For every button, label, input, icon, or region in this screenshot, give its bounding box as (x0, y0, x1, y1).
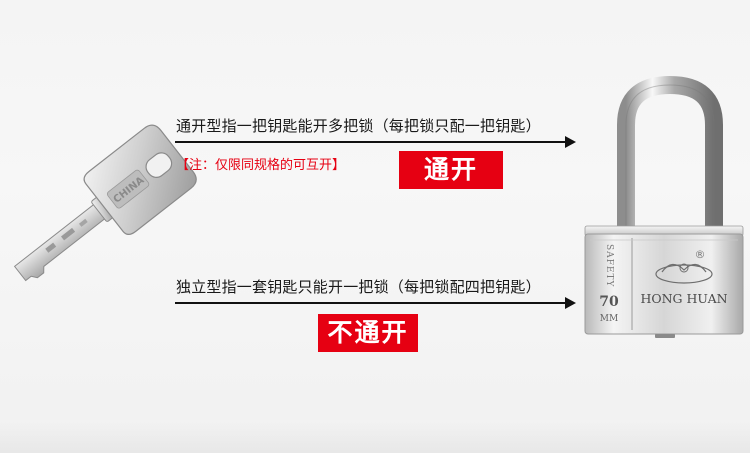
lock-size: 70 (599, 294, 619, 310)
floor-shadow (0, 421, 750, 453)
row2-description: 独立型指一套钥匙只能开一把锁（每把锁配四把钥匙） (176, 278, 541, 296)
lock-side-text: SAFETY (604, 244, 614, 287)
row1-note: 【注：仅限同规格的可互开】 (176, 158, 346, 173)
row2-arrow (175, 302, 567, 304)
row2-badge: 不通开 (318, 314, 418, 352)
lock-unit: MM (600, 314, 618, 324)
lock-registered-mark: ® (695, 248, 706, 261)
row1-arrow-head (565, 136, 576, 148)
lock-brand: HONG HUAN (640, 291, 727, 306)
row1-badge: 通开 (399, 151, 503, 189)
row1-arrow (175, 141, 567, 143)
row2-arrow-head (565, 297, 576, 309)
row1-description: 通开型指一把钥匙能开多把锁（每把锁只配一把钥匙） (176, 117, 541, 135)
